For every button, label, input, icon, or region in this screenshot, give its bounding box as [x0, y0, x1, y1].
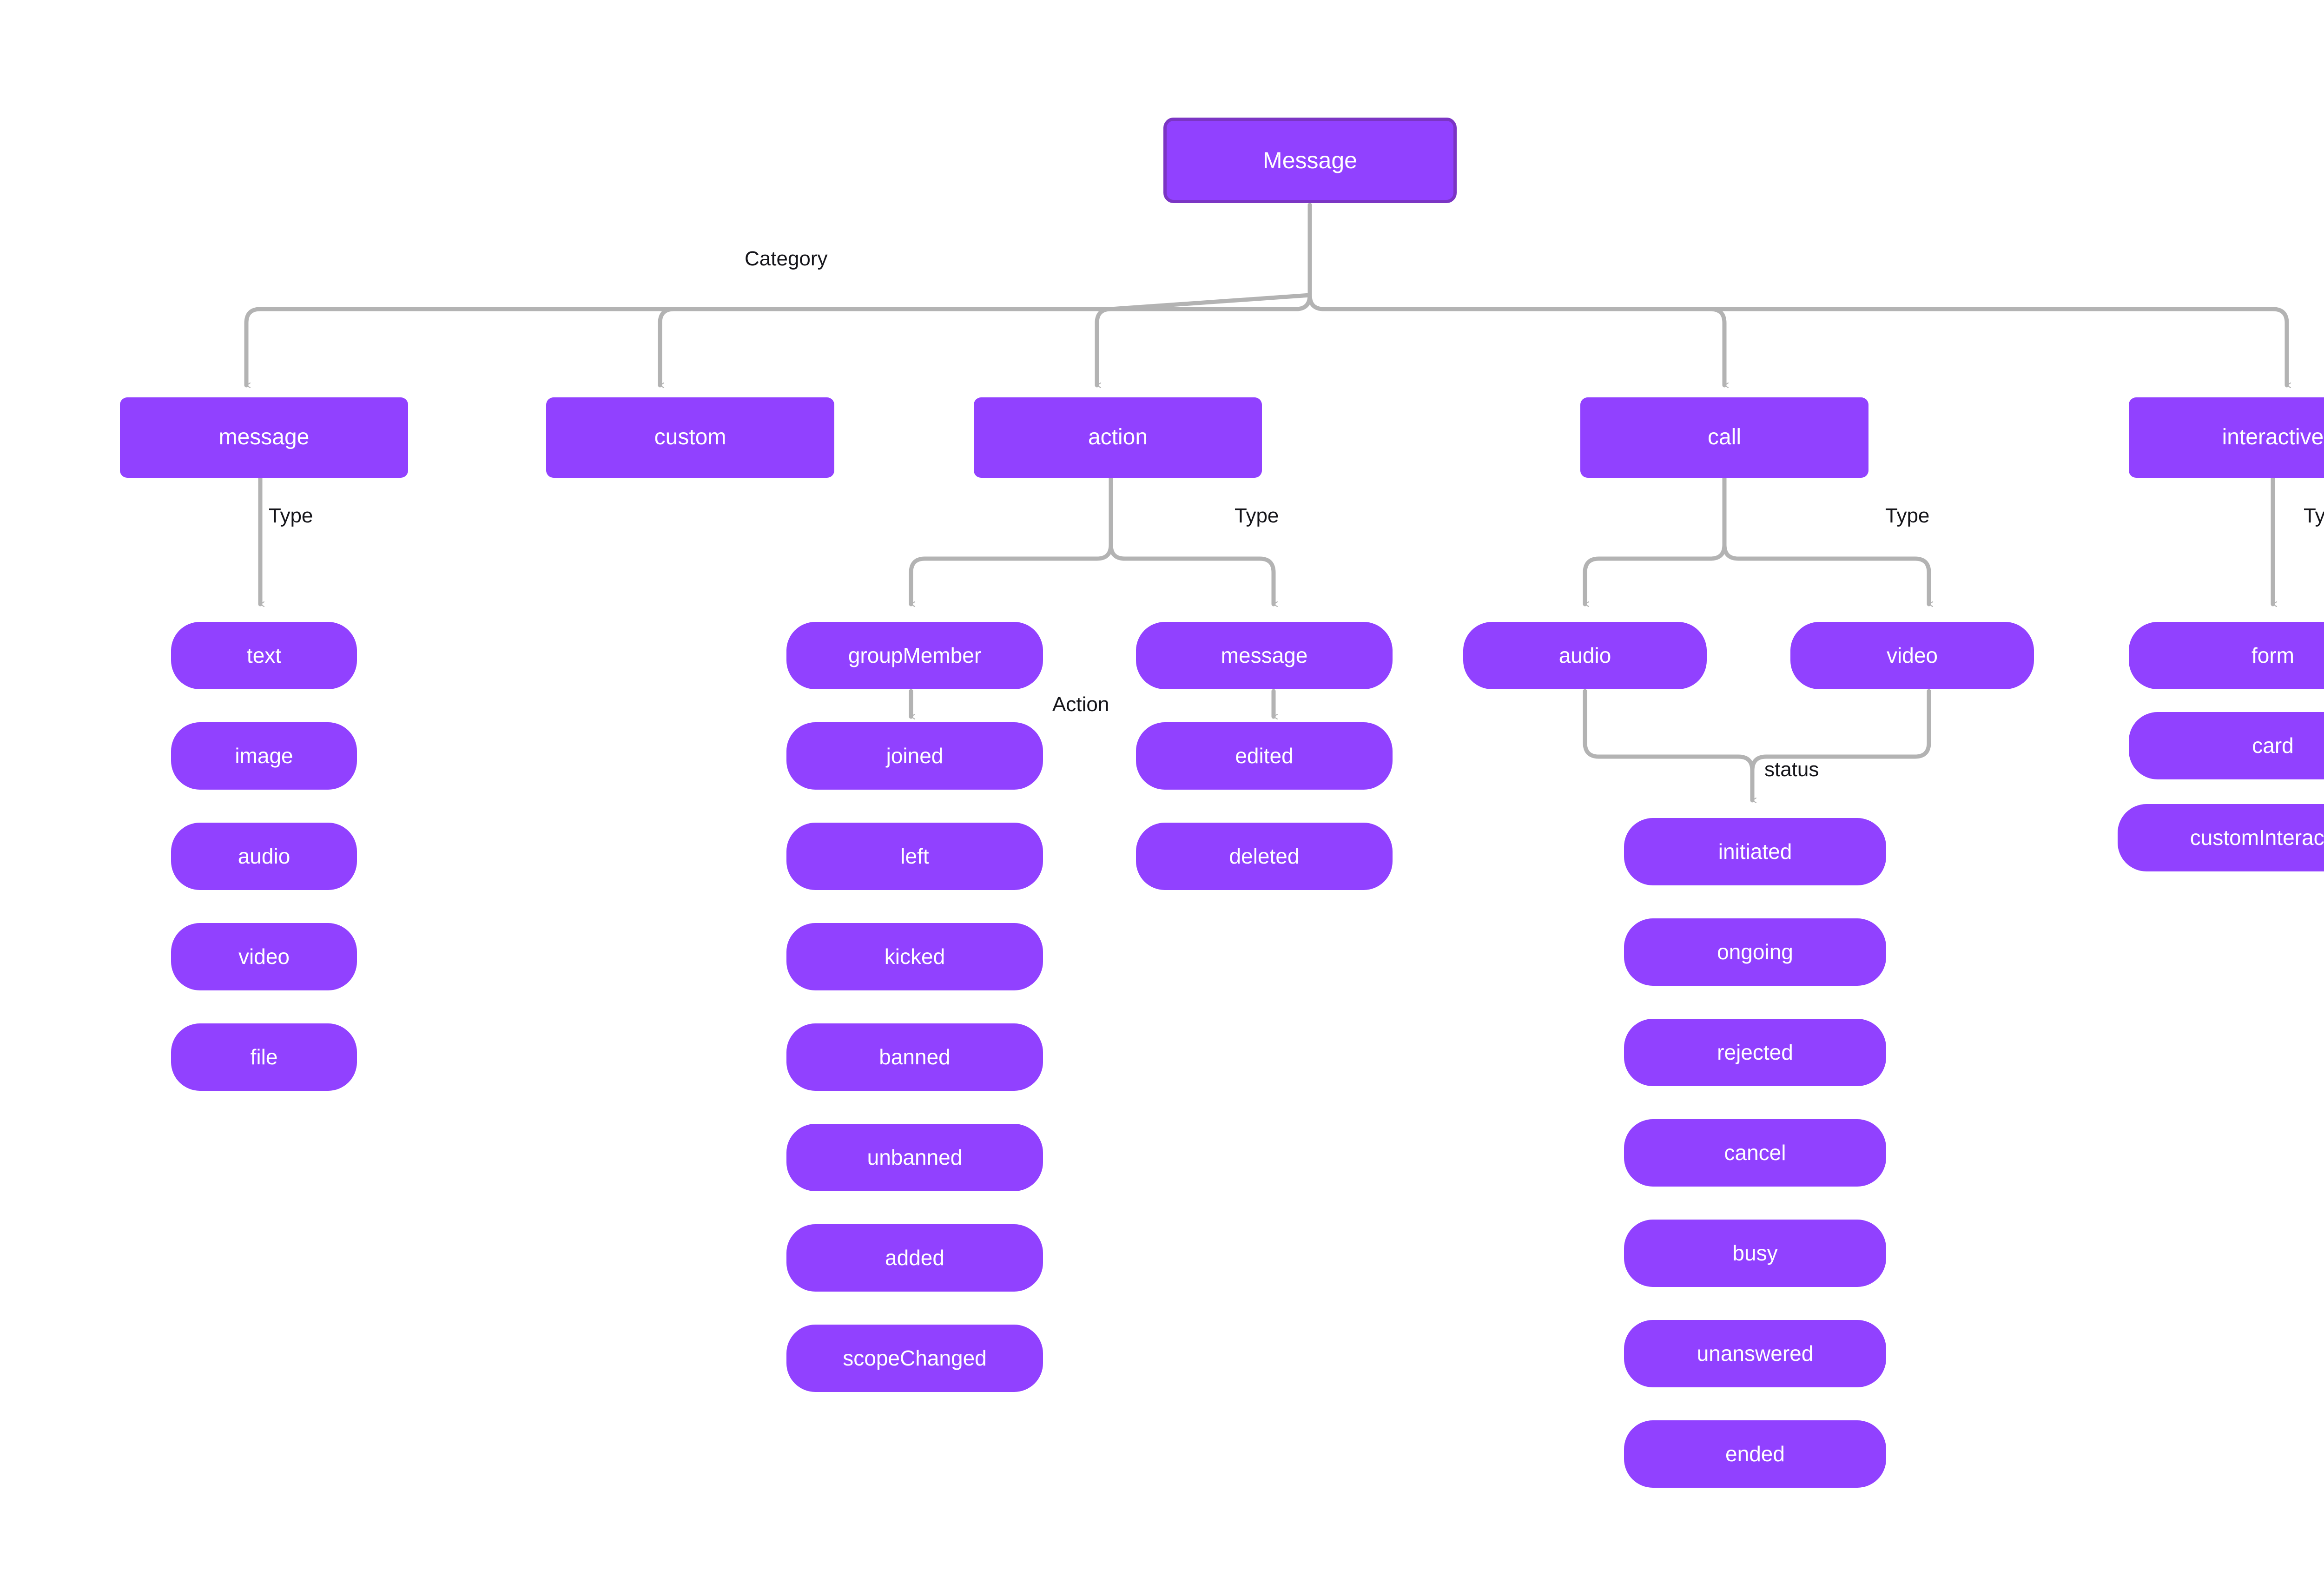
edge-label-action: Action	[1052, 693, 1109, 716]
node-label: unbanned	[867, 1145, 963, 1170]
node-call-status-initiated[interactable]: initiated	[1624, 818, 1886, 885]
node-label: form	[2251, 643, 2294, 668]
node-label: deleted	[1229, 844, 1300, 869]
node-call-status-cancel[interactable]: cancel	[1624, 1119, 1886, 1187]
node-label: cancel	[1724, 1141, 1786, 1165]
node-call-status-rejected[interactable]: rejected	[1624, 1019, 1886, 1086]
node-category-custom[interactable]: custom	[546, 397, 834, 478]
node-category-message[interactable]: message	[120, 397, 408, 478]
node-label: banned	[879, 1045, 951, 1069]
node-category-action[interactable]: action	[974, 397, 1262, 478]
node-message-root[interactable]: Message	[1163, 118, 1457, 203]
node-groupmember-action-scopechanged[interactable]: scopeChanged	[786, 1325, 1043, 1392]
node-label: initiated	[1718, 839, 1792, 864]
node-category-interactive[interactable]: interactive	[2129, 397, 2324, 478]
edge-label-status: status	[1764, 758, 1819, 781]
node-category-call[interactable]: call	[1580, 397, 1868, 478]
node-label: card	[2252, 733, 2294, 758]
node-message-type-audio[interactable]: audio	[171, 823, 357, 890]
node-label: ended	[1725, 1442, 1785, 1466]
node-message-action-deleted[interactable]: deleted	[1136, 823, 1393, 890]
node-label: busy	[1732, 1241, 1778, 1266]
node-label: added	[885, 1246, 944, 1270]
edge-label-type-call: Type	[1885, 504, 1930, 527]
node-groupmember-action-joined[interactable]: joined	[786, 722, 1043, 790]
node-groupmember-action-left[interactable]: left	[786, 823, 1043, 890]
node-label: text	[246, 643, 282, 668]
node-interactive-type-custominteractive[interactable]: customInteractive	[2118, 804, 2324, 871]
node-label: groupMember	[848, 643, 982, 668]
node-label: customInteractive	[2190, 825, 2324, 850]
node-label: scopeChanged	[843, 1346, 987, 1371]
node-label: left	[900, 844, 929, 869]
node-action-type-groupmember[interactable]: groupMember	[786, 622, 1043, 689]
node-label: custom	[654, 425, 726, 450]
node-call-status-ended[interactable]: ended	[1624, 1420, 1886, 1488]
node-call-type-video[interactable]: video	[1790, 622, 2034, 689]
node-label: audio	[238, 844, 290, 869]
node-label: ongoing	[1717, 940, 1793, 964]
node-call-type-audio[interactable]: audio	[1463, 622, 1707, 689]
node-label: edited	[1235, 744, 1294, 768]
node-label: audio	[1558, 643, 1611, 668]
edge-label-type-message: Type	[269, 504, 313, 527]
node-label: image	[235, 744, 293, 768]
node-interactive-type-form[interactable]: form	[2129, 622, 2324, 689]
node-label: Message	[1263, 147, 1357, 173]
node-message-action-edited[interactable]: edited	[1136, 722, 1393, 790]
node-action-type-message[interactable]: message	[1136, 622, 1393, 689]
node-label: video	[238, 944, 290, 969]
node-label: file	[250, 1045, 278, 1069]
node-label: rejected	[1717, 1040, 1793, 1065]
node-label: message	[218, 425, 310, 450]
node-label: call	[1707, 425, 1742, 450]
node-label: interactive	[2222, 425, 2324, 450]
node-label: action	[1088, 425, 1148, 450]
node-call-status-unanswered[interactable]: unanswered	[1624, 1320, 1886, 1387]
node-groupmember-action-kicked[interactable]: kicked	[786, 923, 1043, 990]
node-label: kicked	[884, 944, 945, 969]
node-label: video	[1887, 643, 1938, 668]
edge-label-type-interactive: Type	[2304, 504, 2324, 527]
edge-label-type-action: Type	[1235, 504, 1279, 527]
node-label: message	[1221, 643, 1308, 668]
node-label: joined	[886, 744, 944, 768]
node-message-type-video[interactable]: video	[171, 923, 357, 990]
node-call-status-ongoing[interactable]: ongoing	[1624, 918, 1886, 986]
node-call-status-busy[interactable]: busy	[1624, 1220, 1886, 1287]
node-groupmember-action-added[interactable]: added	[786, 1224, 1043, 1292]
node-message-type-image[interactable]: image	[171, 722, 357, 790]
node-message-type-file[interactable]: file	[171, 1023, 357, 1091]
node-groupmember-action-banned[interactable]: banned	[786, 1023, 1043, 1091]
node-groupmember-action-unbanned[interactable]: unbanned	[786, 1124, 1043, 1191]
node-interactive-type-card[interactable]: card	[2129, 712, 2324, 779]
edge-label-category: Category	[745, 247, 828, 270]
node-message-type-text[interactable]: text	[171, 622, 357, 689]
node-label: unanswered	[1697, 1341, 1814, 1366]
